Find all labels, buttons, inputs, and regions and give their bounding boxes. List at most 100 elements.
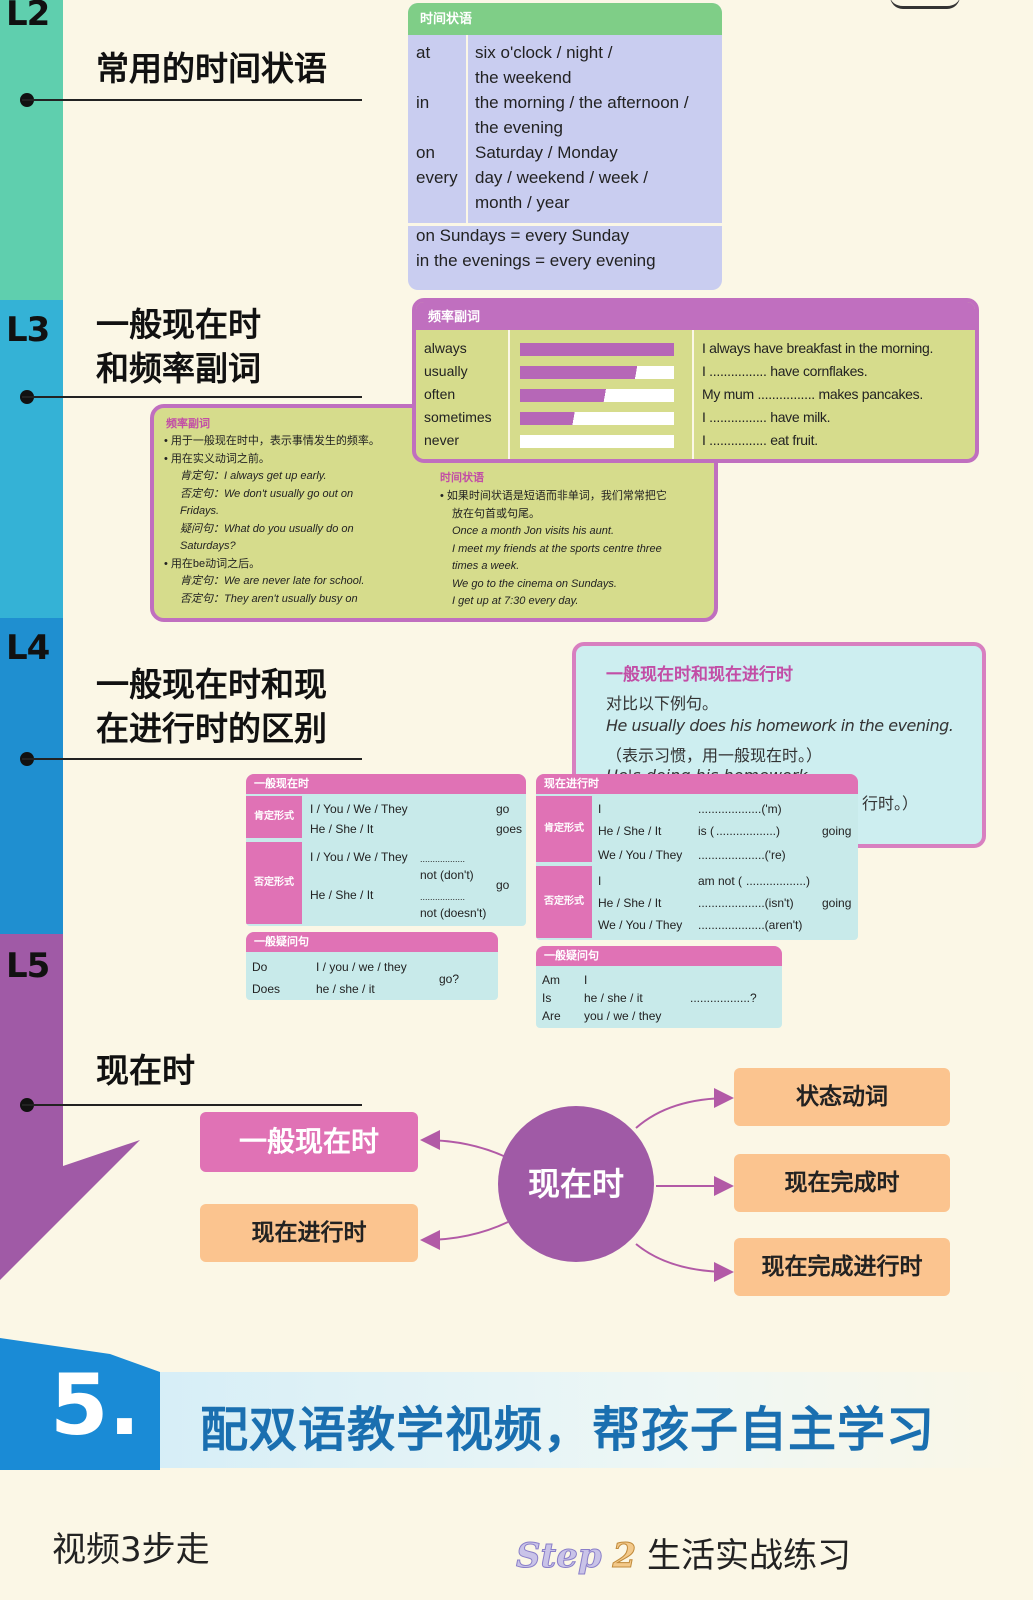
notes-left-line: 否定句：They aren't usually busy on xyxy=(180,592,358,605)
simple-pos-verb: go xyxy=(496,802,510,816)
simple-neg-subj: He / She / It xyxy=(310,888,374,902)
notes-right-line: Once a month Jon visits his aunt. xyxy=(452,525,615,537)
time-row-text: Saturday / Monday xyxy=(475,143,618,162)
progressive-question-table: 一般疑问句 Am I Is he / she / it Are you / we… xyxy=(536,946,782,1028)
compare-line-2: He usually does his homework in the even… xyxy=(606,716,954,735)
prog-q-blank: ..................? xyxy=(690,991,757,1005)
banner-number: 5. xyxy=(50,1356,141,1454)
freq-level-bar xyxy=(520,343,674,356)
time-row-prep: at xyxy=(416,43,431,62)
level-label-l5: L5 xyxy=(6,946,50,986)
l2-title: 常用的时间状语 xyxy=(96,49,327,88)
footer-video-steps: 视频3步走 xyxy=(52,1530,210,1570)
mindmap-present-perfect-progressive: 现在完成进行时 xyxy=(734,1238,950,1296)
banner-light xyxy=(150,1372,1033,1468)
level-label-l2: L2 xyxy=(6,0,50,34)
banner-number-block xyxy=(0,1338,160,1470)
freq-example-sentence: I ................ eat fruit. xyxy=(702,432,818,448)
simple-neg-dots: .................. xyxy=(420,854,466,864)
time-row-prep: every xyxy=(416,168,458,187)
prog-neg-be: am not ( xyxy=(698,874,743,888)
prog-q-be: Am xyxy=(542,973,560,987)
level-bar-l3 xyxy=(0,300,63,618)
simple-neg-subj: I / You / We / They xyxy=(310,850,408,864)
footer-step-word: Step xyxy=(516,1536,603,1577)
freq-level-bar xyxy=(520,389,674,402)
notes-left-line: 肯定句：We are never late for school. xyxy=(180,575,365,587)
level-bar-l2 xyxy=(0,0,63,300)
l4-title-line2: 在进行时的区别 xyxy=(96,709,327,748)
l3-underline xyxy=(22,396,362,398)
prog-pos-subj: We / You / They xyxy=(598,848,683,862)
freq-adverb-word: never xyxy=(424,432,460,448)
time-row-text: six o'clock / night / xyxy=(475,43,613,62)
l5-title: 现在时 xyxy=(96,1051,195,1090)
freq-adverb-word: sometimes xyxy=(424,409,492,425)
l4-title-line1: 一般现在时和现 xyxy=(96,665,327,704)
time-card-header: 时间状语 xyxy=(408,3,722,35)
prog-q-subj: I xyxy=(584,973,588,987)
notes-left-line: 否定句：We don't usually go out on xyxy=(180,487,354,500)
prog-pos-subj: He / She / It xyxy=(598,824,662,838)
simple-neg-aux: not (don't) xyxy=(420,868,474,882)
mindmap-center: 现在时 xyxy=(498,1106,654,1262)
time-card-footer-1: on Sundays = every Sunday xyxy=(416,226,630,245)
prog-neg-subj: I xyxy=(598,874,602,888)
level-label-l4: L4 xyxy=(6,628,50,668)
notes-left-line: 疑问句：What do you usually do on xyxy=(180,522,354,535)
simple-pos-verb: goes xyxy=(496,822,523,836)
notes-left-line: 肯定句：I always get up early. xyxy=(180,470,327,482)
simple-pos-subj: He / She / It xyxy=(310,822,374,836)
freq-col-divider xyxy=(508,330,510,459)
arrow-to-stative xyxy=(635,1088,734,1129)
time-card-divider xyxy=(466,35,468,223)
simple-q-aux: Do xyxy=(252,960,268,974)
prog-q-header: 一般疑问句 xyxy=(536,946,782,966)
arrow-to-progressive xyxy=(420,1221,509,1250)
simple-q-subj: I / you / we / they xyxy=(316,960,407,974)
time-row-prep: in xyxy=(416,93,430,112)
simple-question-table: 一般疑问句 Do I / you / we / they Does he / s… xyxy=(246,932,498,1000)
l2-underline xyxy=(22,99,362,101)
prog-neg-label: 否定形式 xyxy=(536,866,592,938)
notes-right-line: I get up at 7:30 every day. xyxy=(452,595,579,607)
freq-example-sentence: I ................ have milk. xyxy=(702,409,831,425)
arrow-to-simple-present xyxy=(420,1130,509,1159)
prog-neg-blank: ....................(aren't) xyxy=(698,918,803,932)
freq-level-fill xyxy=(520,343,674,356)
mindmap-stative-verbs: 状态动词 xyxy=(734,1068,950,1126)
time-expressions-card: 时间状语 on Sundays = every Sunday in the ev… xyxy=(408,3,722,290)
banner-title: 配双语教学视频，帮孩子自主学习 xyxy=(200,1402,936,1458)
prog-pos-blank: ....................('re) xyxy=(698,848,786,862)
time-row-text: day / weekend / week / xyxy=(475,168,648,187)
mindmap-present-progressive: 现在进行时 xyxy=(200,1204,418,1262)
prog-neg-blank: ....................(isn't) xyxy=(698,896,794,910)
notes-left-line: Saturdays? xyxy=(180,540,236,552)
simple-neg-verb: go xyxy=(496,878,510,892)
freq-level-bar xyxy=(520,412,674,425)
freq-level-fill xyxy=(520,366,674,379)
freq-level-fill xyxy=(520,389,674,402)
prog-pos-be: is ( xyxy=(698,824,714,838)
notes-left-column: • 用于一般现在时中，表示事情发生的频率。• 用在实义动词之前。肯定句：I al… xyxy=(164,433,424,608)
prog-q-subj: you / we / they xyxy=(584,1009,662,1023)
prog-q-be: Are xyxy=(542,1009,561,1023)
freq-adverb-word: usually xyxy=(424,363,468,379)
time-row-text: month / year xyxy=(475,193,570,212)
prog-q-subj: he / she / it xyxy=(584,991,643,1005)
footer-step-text: 生活实战练习 xyxy=(646,1536,851,1576)
freq-card-header: 频率副词 xyxy=(416,302,975,330)
footer-step-label: Step 2 生活实战练习 xyxy=(516,1528,851,1577)
level-bar-l4 xyxy=(0,618,63,934)
simple-present-table: 一般现在时 肯定形式 否定形式 I / You / We / They go H… xyxy=(246,774,526,926)
l5-underline xyxy=(22,1104,362,1106)
compare-line-1: 对比以下例句。 xyxy=(606,694,719,713)
freq-example-sentence: I always have breakfast in the morning. xyxy=(702,340,934,356)
notes-right-line: 放在句首或句尾。 xyxy=(452,507,540,520)
simple-pos-label: 肯定形式 xyxy=(246,796,302,838)
notes-left-line: • 用在实义动词之前。 xyxy=(164,452,270,465)
simple-pos-subj: I / You / We / They xyxy=(310,802,408,816)
freq-level-fill xyxy=(520,412,674,425)
prog-q-be: Is xyxy=(542,991,552,1005)
simple-neg-aux: not (doesn't) xyxy=(420,906,487,920)
